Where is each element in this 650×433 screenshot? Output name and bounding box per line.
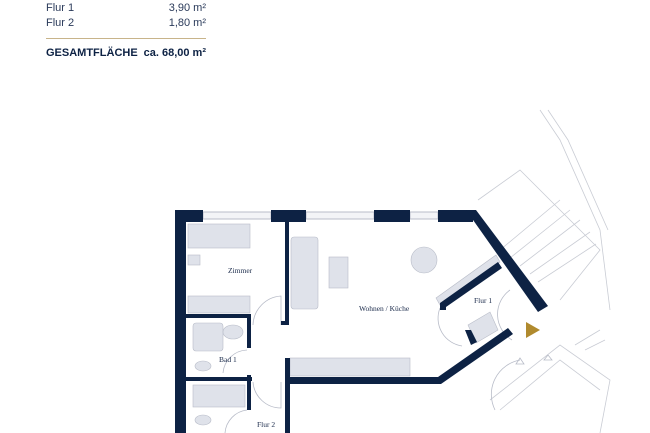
sink (222, 324, 244, 340)
walls (175, 210, 548, 433)
sofa (290, 236, 319, 310)
room-label-zimmer: Zimmer (228, 266, 253, 275)
area-value: 3,90 m² (168, 2, 206, 14)
area-row-flur2: Flur 2 1,80 m² (46, 17, 206, 29)
area-name: Flur 2 (46, 17, 75, 29)
doors (222, 289, 521, 433)
toilet-2 (194, 414, 212, 426)
area-name: Flur 1 (46, 2, 75, 14)
area-value: 1,80 m² (168, 17, 206, 29)
room-label-flur2: Flur 2 (257, 420, 275, 429)
room-label-wohnen: Wohnen / Küche (359, 304, 410, 313)
area-row-flur1: Flur 1 3,90 m² (46, 2, 206, 14)
coffee-table (328, 256, 349, 289)
toilet (194, 360, 212, 372)
bathtub (192, 384, 246, 408)
bed (187, 223, 251, 249)
total-area: GESAMTFLÄCHE ca. 68,00 m² (46, 47, 206, 59)
total-label: GESAMTFLÄCHE (46, 47, 138, 59)
wardrobe (187, 295, 251, 314)
room-label-bad1: Bad 1 (219, 355, 237, 364)
nightstand (187, 254, 201, 266)
room-label-flur1: Flur 1 (474, 296, 492, 305)
furniture (187, 223, 501, 426)
exterior-lines (477, 109, 611, 433)
dining-table (410, 246, 438, 274)
coat-rack (435, 254, 501, 306)
total-value: ca. 68,00 m² (143, 47, 206, 59)
divider (46, 38, 206, 39)
kitchen-counter (289, 357, 411, 377)
entrance-arrow-icon (526, 322, 540, 338)
shower (192, 322, 224, 352)
